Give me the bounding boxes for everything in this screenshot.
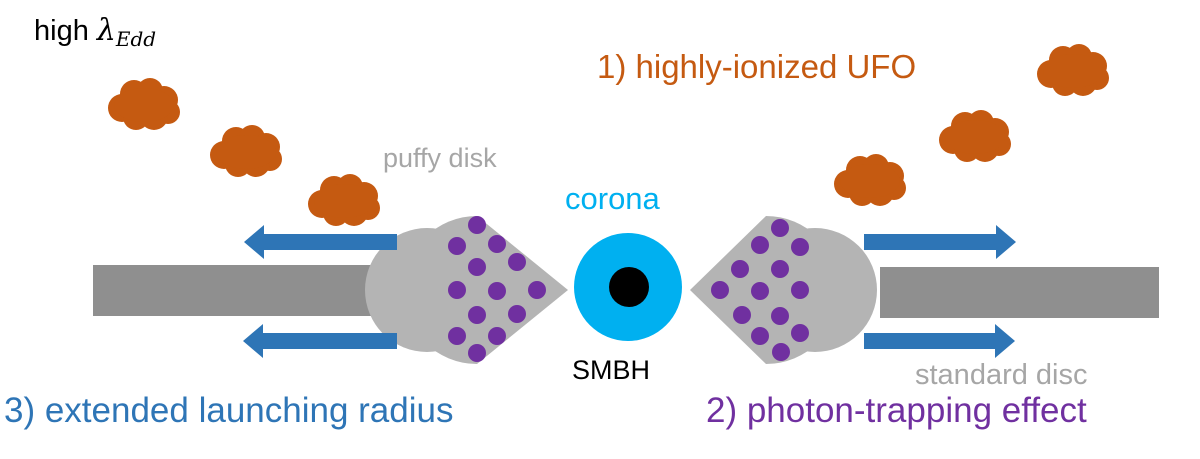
photon-dot	[731, 260, 749, 278]
ufo-cloud-icon	[308, 174, 380, 226]
photon-dot	[488, 282, 506, 300]
launching-radius-label: 3) extended launching radius	[4, 391, 454, 430]
corona-label: corona	[565, 181, 660, 216]
photon-dot	[791, 281, 809, 299]
outflow-arrow-left-icon	[243, 324, 397, 358]
standard-disc-right	[880, 267, 1159, 318]
eddington-subscript: Edd	[115, 27, 157, 51]
ufo-label: 1) highly-ionized UFO	[597, 48, 917, 85]
photon-dot	[751, 327, 769, 345]
photon-dot	[468, 216, 486, 234]
black-hole	[609, 267, 649, 307]
photon-dot	[791, 324, 809, 342]
outflow-arrow-left-icon	[244, 225, 397, 259]
photon-dot	[468, 306, 486, 324]
photon-dot	[448, 327, 466, 345]
photon-dot	[791, 238, 809, 256]
photon-dot	[448, 281, 466, 299]
photon-dot	[711, 281, 729, 299]
photon-trapping-label: 2) photon-trapping effect	[706, 391, 1087, 430]
photon-dot	[771, 307, 789, 325]
lambda-symbol: λ	[96, 13, 116, 48]
photon-dot	[468, 258, 486, 276]
puffy-disk-left-body	[365, 228, 489, 352]
photon-dot	[771, 260, 789, 278]
photon-dot	[488, 235, 506, 253]
standard-disc-left	[93, 265, 383, 316]
photon-dot	[488, 327, 506, 345]
ufo-cloud-icon	[210, 125, 282, 177]
high-eddington-label: high λEdd	[34, 13, 157, 51]
photon-dot	[508, 305, 526, 323]
photon-dot	[751, 282, 769, 300]
photon-dot	[468, 344, 486, 362]
ufo-cloud-icon	[939, 110, 1011, 162]
ufo-cloud-icon	[834, 154, 906, 206]
photon-dot	[772, 343, 790, 361]
photon-dot	[508, 253, 526, 271]
puffy-disk-label: puffy disk	[383, 143, 497, 173]
condition-prefix: high	[34, 15, 97, 47]
outflow-arrow-right-icon	[864, 225, 1016, 259]
photon-dot	[751, 236, 769, 254]
photon-dot	[448, 237, 466, 255]
ufo-cloud-icon	[108, 78, 180, 130]
photon-dot	[528, 281, 546, 299]
outflow-arrow-right-icon	[864, 324, 1015, 358]
puffy-disk-right-body	[753, 228, 877, 352]
smbh-label: SMBH	[572, 355, 651, 385]
ufo-cloud-icon	[1037, 44, 1109, 96]
photon-dot	[771, 219, 789, 237]
standard-disc-label: standard disc	[915, 359, 1088, 391]
photon-dot	[733, 306, 751, 324]
